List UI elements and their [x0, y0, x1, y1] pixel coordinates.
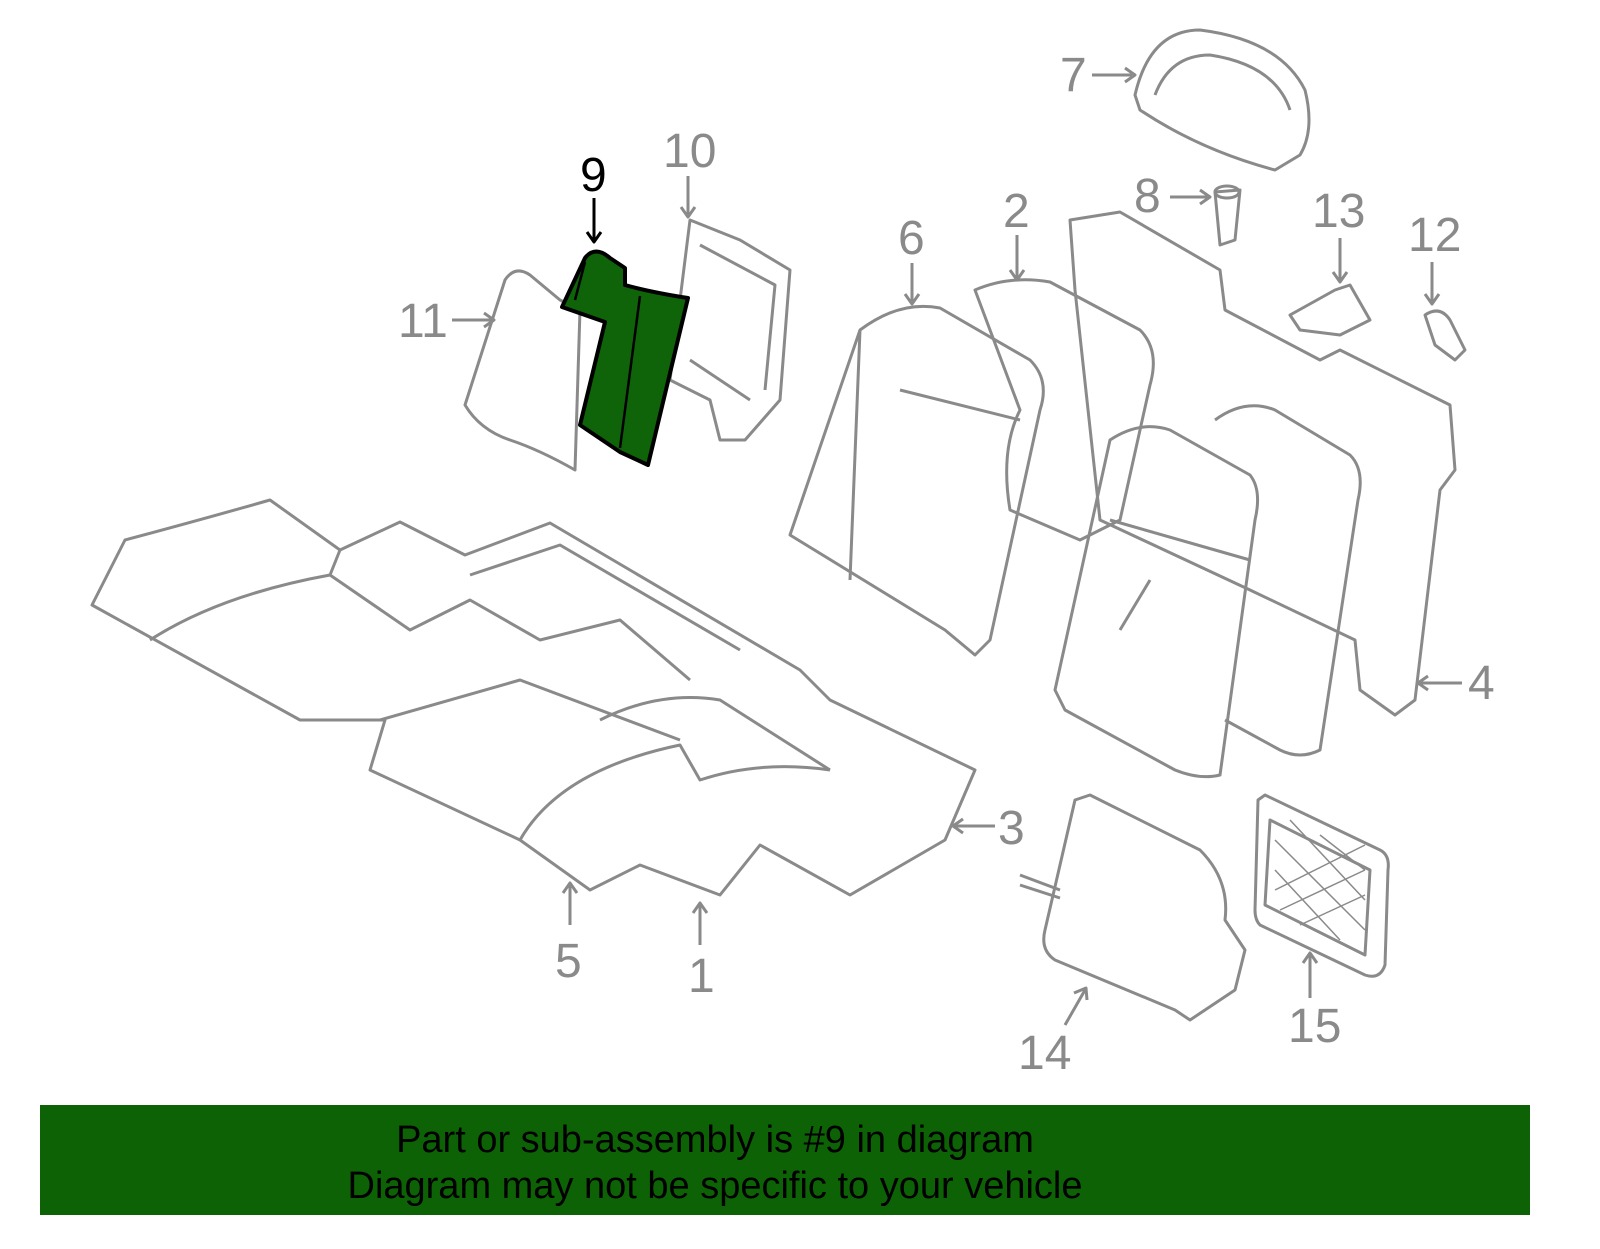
callout-10: 10	[663, 125, 717, 178]
grille-15	[1253, 793, 1390, 978]
callout-8: 8	[1134, 170, 1161, 223]
callout-6: 6	[898, 212, 925, 265]
callout-arrows	[452, 66, 1462, 1026]
callout-3: 3	[998, 802, 1025, 855]
callout-2: 2	[1003, 185, 1030, 238]
banner-line-2: Diagram may not be specific to your vehi…	[347, 1165, 1083, 1207]
part-9-highlighted	[560, 249, 690, 467]
callout-4: 4	[1468, 657, 1495, 710]
seat-back-frame-4	[1068, 210, 1457, 717]
callout-12: 12	[1408, 209, 1462, 262]
seat-back-cushion-right	[1214, 404, 1362, 757]
seat-back-cushion-2	[973, 278, 1155, 542]
seat-back-cushion-6	[788, 304, 1045, 657]
seat-cushion-assembly	[90, 498, 977, 897]
banner-line-1: Part or sub-assembly is #9 in diagram	[396, 1119, 1034, 1161]
callout-13: 13	[1312, 185, 1366, 238]
callout-11: 11	[398, 295, 448, 348]
speaker-housing-14	[1042, 793, 1247, 1022]
seat-back-cushion	[1053, 425, 1260, 779]
callout-7: 7	[1060, 49, 1087, 102]
panel-11	[463, 269, 582, 472]
parts-diagram	[90, 28, 1467, 1026]
headrest-7	[1133, 28, 1311, 172]
frame-10	[668, 218, 792, 442]
callout-15: 15	[1288, 1000, 1342, 1053]
clip-12	[1423, 309, 1467, 362]
headrest-guide-8	[1213, 188, 1242, 247]
callout-5: 5	[555, 935, 582, 988]
callout-9: 9	[580, 149, 607, 202]
bracket-13	[1288, 283, 1372, 337]
info-banner: Part or sub-assembly is #9 in diagram Di…	[40, 1105, 1530, 1215]
callout-14: 14	[1018, 1027, 1072, 1080]
callout-1: 1	[688, 950, 715, 1003]
